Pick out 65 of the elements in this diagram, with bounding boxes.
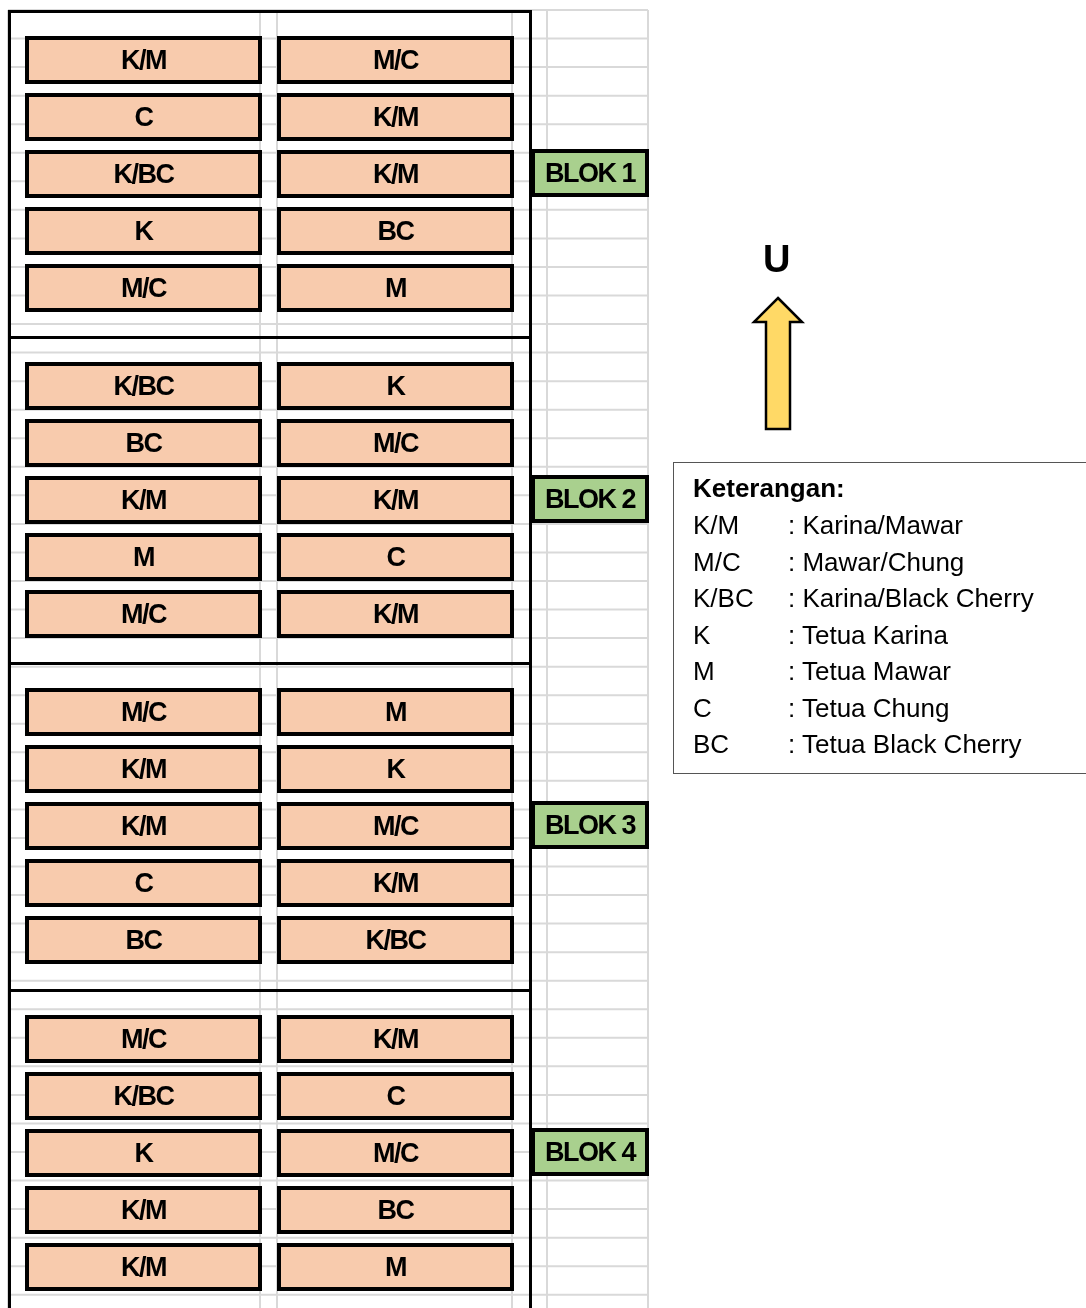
plot-label: M/C	[277, 36, 514, 84]
plot-label: K/M	[25, 476, 262, 524]
plot-label: K/BC	[25, 150, 262, 198]
legend-code: M	[693, 656, 715, 687]
plot-label: M/C	[277, 802, 514, 850]
legend-description: : Tetua Karina	[788, 619, 948, 651]
block-outline	[8, 336, 532, 665]
plot-label: K	[277, 362, 514, 410]
plot-label: K	[25, 1129, 262, 1177]
plot-label: K/M	[277, 150, 514, 198]
legend-description: : Tetua Mawar	[788, 656, 951, 687]
block-outline	[8, 989, 532, 1308]
block-label: BLOK 1	[531, 149, 649, 197]
plot-label: C	[277, 1072, 514, 1120]
plot-label: K/M	[277, 859, 514, 907]
legend-code: K/M	[693, 510, 740, 541]
plot-label: K/M	[277, 93, 514, 141]
plot-label: M/C	[25, 590, 262, 638]
plot-label: K/M	[277, 590, 514, 638]
legend-description: : Tetua Chung	[788, 692, 950, 724]
plot-label: K/M	[25, 1243, 262, 1291]
legend-code: K	[693, 619, 711, 651]
legend-title: Keterangan:	[693, 473, 845, 504]
legend-description: : Mawar/Chung	[788, 546, 965, 578]
plot-label: M/C	[277, 419, 514, 467]
plot-label: K	[277, 745, 514, 793]
block-outline	[8, 662, 532, 992]
plot-label: M/C	[25, 688, 262, 736]
plot-label: K/M	[25, 36, 262, 84]
plot-label: K/M	[25, 802, 262, 850]
plot-label: K/M	[25, 745, 262, 793]
plot-label: K/M	[277, 476, 514, 524]
plot-label: C	[25, 859, 262, 907]
plot-label: M/C	[277, 1129, 514, 1177]
plot-label: K	[25, 207, 262, 255]
legend-description: : Karina/Mawar	[788, 510, 963, 541]
plot-label: M	[277, 688, 514, 736]
plot-label: C	[25, 93, 262, 141]
plot-label: K/BC	[25, 362, 262, 410]
plot-label: BC	[25, 419, 262, 467]
block-label: BLOK 4	[531, 1128, 649, 1176]
legend-code: K/BC	[693, 583, 754, 614]
north-label: U	[763, 238, 791, 281]
plot-label: C	[277, 533, 514, 581]
plot-label: M	[277, 1243, 514, 1291]
block-label: BLOK 2	[531, 475, 649, 523]
legend-panel	[673, 462, 1086, 774]
legend-description: : Karina/Black Cherry	[788, 583, 1034, 614]
block-label: BLOK 3	[531, 801, 649, 849]
block-outline	[8, 10, 532, 339]
plot-label: K/M	[277, 1015, 514, 1063]
plot-label: M/C	[25, 264, 262, 312]
plot-label: BC	[25, 916, 262, 964]
legend-description: : Tetua Black Cherry	[788, 729, 1022, 760]
plot-label: M	[277, 264, 514, 312]
legend-code: BC	[693, 729, 730, 760]
legend-code: C	[693, 692, 712, 724]
plot-label: K/BC	[277, 916, 514, 964]
plot-label: K/M	[25, 1186, 262, 1234]
plot-label: M	[25, 533, 262, 581]
plot-label: BC	[277, 207, 514, 255]
legend-code: M/C	[693, 546, 741, 578]
plot-label: BC	[277, 1186, 514, 1234]
plot-label: K/BC	[25, 1072, 262, 1120]
plot-label: M/C	[25, 1015, 262, 1063]
